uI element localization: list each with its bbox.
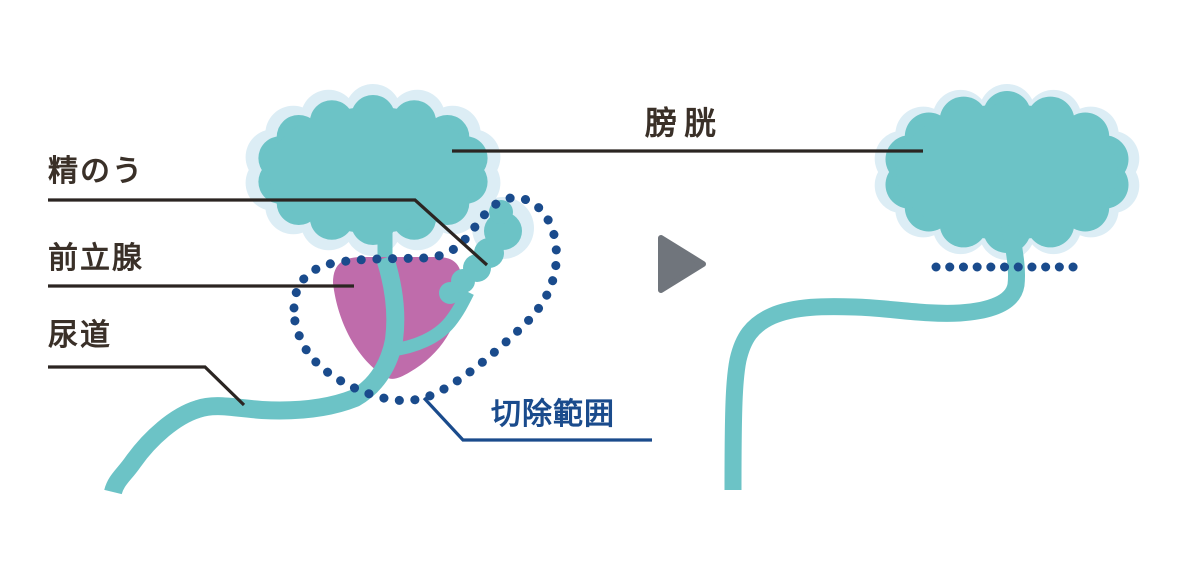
transition-arrow-icon: [658, 235, 706, 293]
urethra-leader-line: [48, 365, 246, 407]
prostate-label: 前立腺: [48, 241, 144, 276]
bladder-label: 膀胱: [645, 104, 724, 142]
bladder-shape-right: [885, 91, 1129, 253]
seminal-vesicle-shape: [439, 200, 522, 304]
urethra-tube-left: [104, 255, 405, 495]
urethra-label: 尿道: [48, 318, 112, 353]
urethra-tube-right: [724, 223, 1025, 491]
resection-dotted-outline: [289, 193, 561, 405]
ejaculatory-duct-tube: [391, 289, 474, 357]
seminal-vesicle-label: 精のう: [48, 154, 144, 189]
seminal-vesicle-leader-line: [48, 198, 489, 267]
resection-area-label: 切除範囲: [491, 397, 615, 432]
resection-leader-line: [422, 396, 652, 442]
bladder-shape-left: [258, 95, 488, 245]
